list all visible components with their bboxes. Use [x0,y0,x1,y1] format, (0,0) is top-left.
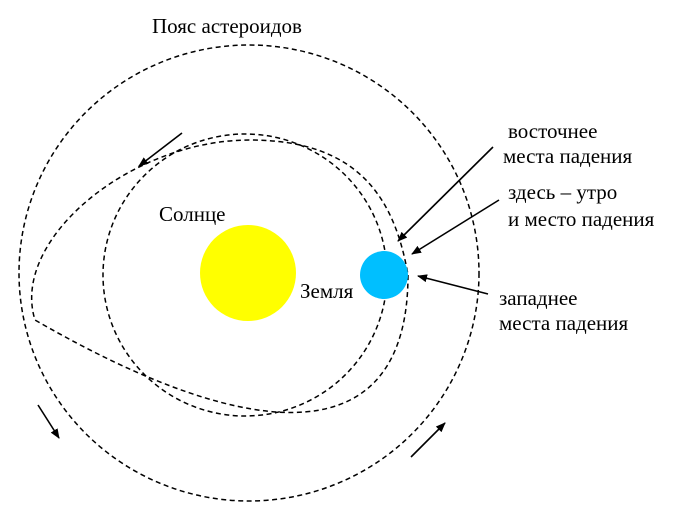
pointer-arrow-east [397,146,494,242]
sun [200,225,296,321]
earth [360,251,408,299]
here-label-line2: и место падения [508,207,655,231]
west-label-line1: западнее [499,286,577,310]
pointer-arrow-west [417,274,489,295]
east-label-line1: восточнее [508,119,597,143]
east-label-line2: места падения [503,144,632,168]
west-label-line2: места падения [499,311,628,335]
here-label-line1: здесь – утро [508,180,617,204]
orbit-direction-arrow-top [138,132,183,167]
orbit-direction-arrow-bottom [410,422,446,458]
orbit-direction-arrow-left [37,404,60,439]
earth-label: Земля [300,279,354,303]
sun-label: Солнце [159,202,226,226]
asteroid-belt-label: Пояс астероидов [152,14,302,38]
asteroid-belt-orbit [18,44,480,502]
impactor-orbit [31,139,409,414]
pointer-arrow-here [411,199,500,255]
